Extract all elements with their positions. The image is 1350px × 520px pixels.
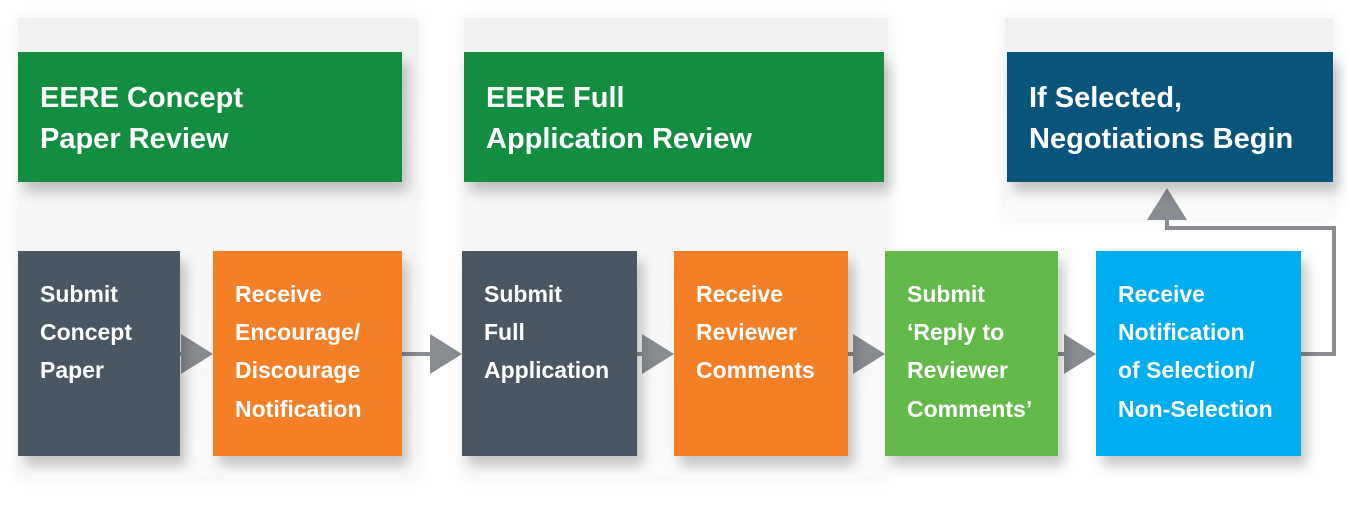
step-line: Comments’ (907, 395, 1033, 422)
step-line: of Selection/ (1118, 357, 1255, 384)
header-concept-paper-review: EERE Concept Paper Review (18, 52, 402, 182)
step-receive-notification-of-selection: Receive Notification of Selection/ Non-S… (1096, 251, 1301, 456)
step-line: Submit (40, 281, 118, 307)
header-line: EERE Full (486, 82, 625, 114)
step-line: Concept (40, 319, 132, 346)
step-line: Discourage (235, 357, 361, 384)
step-line: Full (484, 319, 525, 346)
step-submit-full-application: Submit Full Application (462, 251, 637, 456)
step-submit-reply-to-reviewer-comments: Submit ‘Reply to Reviewer Comments’ (885, 251, 1058, 456)
step-line: ‘Reply to (907, 319, 1005, 346)
step-line: Receive (696, 281, 783, 307)
step-line: Non-Selection (1118, 395, 1273, 422)
header-line: Paper Review (40, 122, 229, 155)
step-line: Submit (907, 281, 985, 307)
header-negotiations-begin: If Selected, Negotiations Begin (1007, 52, 1333, 182)
step-receive-encourage-discourage: Receive Encourage/ Discourage Notificati… (213, 251, 402, 456)
arrow-notification-to-negotiations (1147, 188, 1336, 356)
step-line: Notification (1118, 319, 1245, 346)
step-line: Receive (235, 281, 322, 307)
step-receive-reviewer-comments: Receive Reviewer Comments (674, 251, 848, 456)
step-line: Application (484, 357, 610, 384)
header-line: If Selected, (1029, 82, 1183, 114)
step-line: Receive (1118, 281, 1205, 307)
step-line: Submit (484, 281, 562, 307)
step-line: Paper (40, 357, 104, 384)
header-full-application-review: EERE Full Application Review (464, 52, 884, 182)
header-line: EERE Concept (40, 82, 244, 114)
header-line: Negotiations Begin (1029, 122, 1294, 155)
step-submit-concept-paper: Submit Concept Paper (18, 251, 180, 456)
step-line: Notification (235, 395, 362, 422)
header-line: Application Review (486, 122, 752, 155)
step-line: Encourage/ (235, 319, 361, 346)
step-line: Reviewer (907, 357, 1009, 384)
step-line: Reviewer (696, 319, 798, 346)
step-line: Comments (696, 357, 815, 384)
